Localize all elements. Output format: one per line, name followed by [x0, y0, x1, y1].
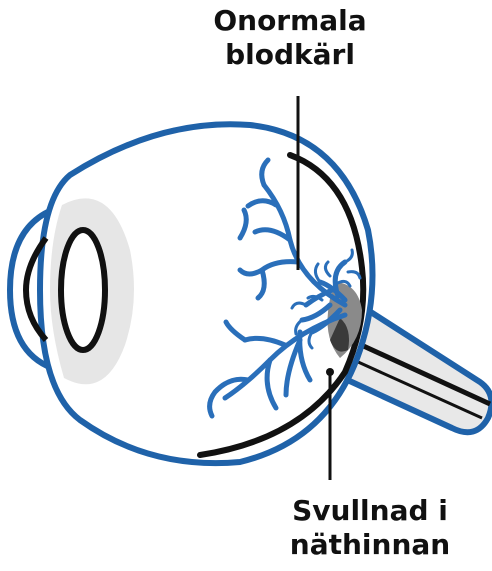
label-abnormal-blood-vessels: Onormala blodkärl	[160, 4, 420, 72]
label-retinal-swelling: Svullnad i näthinnan	[250, 494, 490, 562]
label-swollen-retina-line1: Svullnad i	[250, 494, 490, 528]
label-swollen-retina-line2: näthinnan	[250, 528, 490, 562]
label-abnormal-vessels-line1: Onormala	[160, 4, 420, 38]
label-abnormal-vessels-line2: blodkärl	[160, 38, 420, 72]
